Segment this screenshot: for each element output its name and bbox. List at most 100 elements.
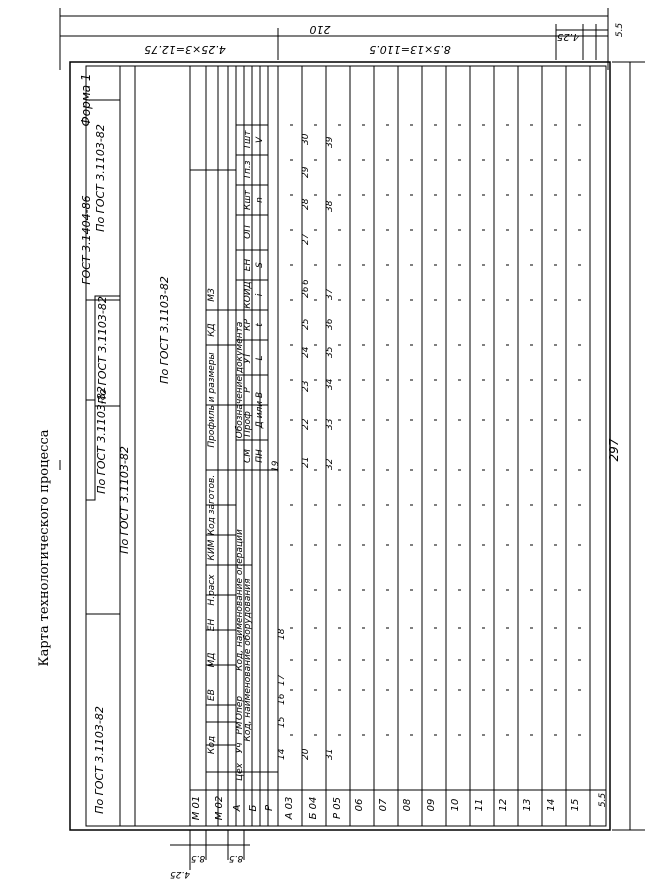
- row-number: 12: [498, 799, 509, 812]
- cell-number: 6: [301, 279, 311, 285]
- gost-ref-center: По ГОСТ 3.1103-82: [95, 386, 108, 494]
- dim-height: 297: [607, 438, 621, 461]
- cell-number: 38: [325, 200, 335, 212]
- cell-number: 30: [301, 133, 311, 145]
- hdr-ut: УТ: [243, 351, 253, 363]
- cell-number: 21: [301, 457, 311, 468]
- row-number: 15: [570, 799, 581, 812]
- dim-right-block: 8.5×13=110.5: [369, 43, 450, 56]
- hdr-oper: Опер: [235, 696, 245, 721]
- hdr-kod-zag: Код заготов.: [207, 475, 217, 535]
- hdr-tsht: Тшт: [243, 130, 253, 150]
- dim-top-margin: 5.5: [615, 23, 625, 38]
- hdr-ev: ЕВ: [207, 689, 217, 701]
- hdr-n: n: [255, 197, 265, 203]
- cell-number: 20: [301, 748, 311, 760]
- hdr-prof: Проф: [243, 411, 253, 437]
- hdr-koid: КОИД: [243, 281, 253, 308]
- marker-r05: Р 05: [332, 797, 343, 819]
- hdr-l: L: [255, 355, 265, 360]
- cell-number: 23: [301, 380, 311, 392]
- cell-number: 18: [277, 628, 287, 640]
- cell-number: 39: [325, 136, 335, 148]
- cell-number: 28: [301, 198, 311, 210]
- hdr-nrash: Н.расх: [207, 574, 217, 606]
- marker-m01: М 01: [191, 796, 202, 821]
- hdr-tpz: Тп.з: [243, 160, 253, 179]
- hdr-md: МД: [207, 653, 217, 668]
- cell-number: 37: [325, 288, 335, 300]
- bottom-dimensions: [170, 830, 250, 870]
- hdr-ceh: Цех: [235, 762, 245, 781]
- hdr-pn: ПН: [255, 449, 265, 463]
- dim-left-block: 4.25×3=12.75: [144, 43, 225, 56]
- marker-r: Р: [264, 804, 275, 811]
- hdr-r: Р: [243, 387, 253, 393]
- dim-row-b: 4.25: [170, 869, 190, 879]
- cell-number: 36: [325, 318, 335, 330]
- dim-row-c: 8.5: [229, 853, 244, 863]
- cell-number: 33: [325, 418, 335, 430]
- hdr-en2: ЕН: [243, 259, 253, 272]
- dim-width: 210: [310, 23, 331, 36]
- cell-number: 26: [301, 286, 311, 298]
- hdr-kim: КИМ: [207, 539, 217, 560]
- row-number: 08: [402, 799, 413, 812]
- dim-bottom-margin: 5.5: [598, 793, 608, 808]
- marker-b04: Б 04: [308, 797, 319, 820]
- hdr-profile: Профиль и размеры: [207, 352, 217, 447]
- inner-frame: [85, 65, 607, 827]
- marker-a03: А 03: [284, 797, 295, 821]
- right-dimension: [612, 61, 645, 831]
- hdr-s: S: [255, 262, 265, 268]
- row-number: 07: [378, 798, 389, 811]
- hdr-equipment: Код, наименование оборудования: [243, 578, 253, 742]
- cell-number: 34: [325, 378, 335, 390]
- row-number: 13: [522, 799, 533, 812]
- hdr-rm: РМ: [235, 721, 245, 734]
- hdr-en: ЕН: [207, 619, 217, 632]
- hdr-op: ОП: [243, 225, 253, 239]
- cell-number: 25: [301, 318, 311, 330]
- hdr-i: i: [255, 293, 265, 296]
- hdr-kd: КД: [207, 323, 217, 336]
- marker-labels: М 01 М 02 А Б Р А 03 Б 04 Р 05: [191, 796, 343, 821]
- cell-number: 17: [277, 674, 287, 686]
- marker-b: Б: [248, 804, 259, 811]
- cell-number: 19: [271, 460, 281, 472]
- dim-row-a: 8.5: [191, 853, 206, 863]
- form-label: Форма 1: [79, 73, 93, 126]
- row-number: 10: [450, 799, 461, 812]
- hdr-operation: Код, наименование операции: [235, 529, 245, 671]
- header-labels: Код ЕВ МД ЕН Н.расх КИМ Код заготов. Про…: [207, 130, 265, 781]
- gost-ref-main: По ГОСТ 3.1103-82: [158, 276, 171, 384]
- marker-a: А: [232, 804, 243, 812]
- cell-number: 22: [301, 418, 311, 430]
- hdr-v: V: [255, 136, 265, 143]
- gost-ref-upper: По ГОСТ 3.1103-82: [96, 296, 109, 404]
- cell-number: 24: [301, 346, 311, 358]
- dim-right-small: 4.25: [557, 31, 579, 42]
- hdr-mz: МЗ: [207, 288, 217, 302]
- cell-number: 32: [325, 458, 335, 470]
- top-dimensions: [59, 8, 609, 70]
- cell-number: 29: [301, 166, 311, 178]
- standard-label: ГОСТ 3.1404-86: [80, 195, 93, 284]
- caption: Карта технологического процесса: [37, 429, 52, 666]
- sheet-frame: [69, 61, 611, 831]
- gost-ref-top: По ГОСТ 3.1103-82: [94, 124, 107, 232]
- hdr-d-or-v: Д или В: [255, 392, 265, 429]
- row-number: 14: [546, 799, 557, 812]
- hdr-kr: КР: [243, 319, 253, 331]
- row-number: 09: [426, 799, 437, 812]
- row-number: 11: [474, 799, 485, 812]
- header-block: [59, 66, 191, 827]
- gost-ref-lower-left: По ГОСТ 3.1103-82: [93, 706, 106, 814]
- hdr-kshtt: Кшт: [243, 189, 253, 210]
- cell-number: 35: [325, 346, 335, 358]
- cell-number: 16: [277, 693, 287, 705]
- marker-m02: М 02: [214, 796, 225, 821]
- gost-ref-left-mid: По ГОСТ 3.1103-82: [118, 446, 131, 554]
